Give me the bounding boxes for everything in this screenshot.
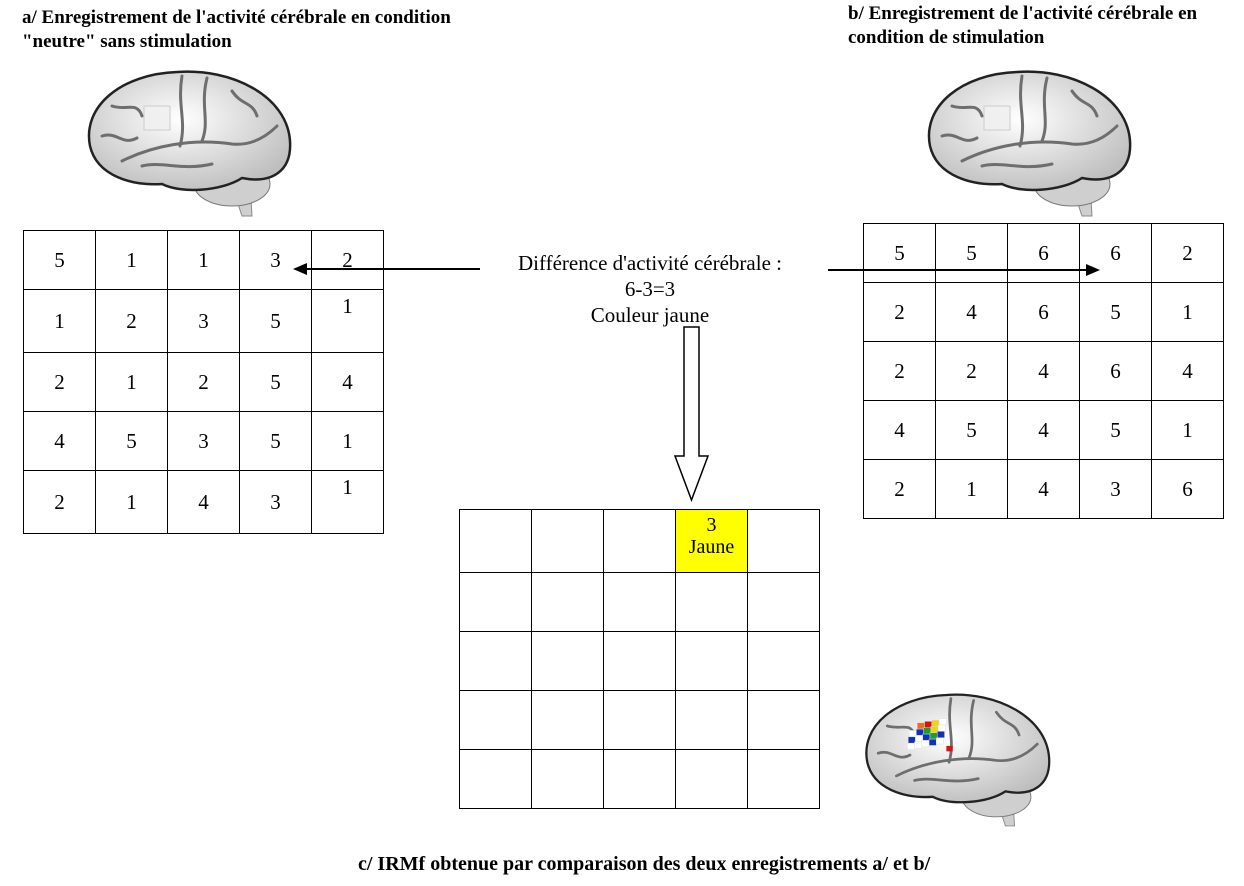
grid-cell: 5 (1079, 400, 1152, 460)
grid-cell: 4 (1007, 341, 1080, 401)
grid-cell (675, 690, 748, 750)
grid-cell (459, 509, 532, 573)
difference-line-3: Couleur jaune (590, 303, 710, 327)
grid-cell: 4 (311, 352, 384, 412)
grid-cell: 6 (1151, 459, 1224, 519)
grid-cell: 2 (23, 352, 96, 412)
grid-row (459, 572, 820, 632)
grid-cell: 1 (311, 289, 384, 353)
brain-icon (927, 70, 1132, 217)
grid-cell: 5 (239, 411, 312, 471)
grid-cell: 5 (935, 223, 1008, 283)
grid-cell: 3 (239, 470, 312, 534)
grid-cell: 2 (863, 459, 936, 519)
panel-c-title: c/ IRMf obtenue par comparaison des deux… (358, 853, 931, 875)
arrow-right (828, 264, 1100, 276)
grid-cell: 4 (167, 470, 240, 534)
grid-cell (747, 631, 820, 691)
grid-cell: 6 (1007, 223, 1080, 283)
electrode-grid (983, 105, 1011, 131)
grid-cell: 2 (167, 352, 240, 412)
grid-cell: 1 (95, 352, 168, 412)
arrow-left (293, 263, 480, 275)
difference-annotation: Différence d'activité cérébrale : 6-3=3 … (480, 250, 820, 328)
difference-line-1: Différence d'activité cérébrale : (518, 251, 782, 275)
grid-cell (603, 509, 676, 573)
grid-cell: 1 (23, 289, 96, 353)
grid-cell: 5 (239, 289, 312, 353)
grid-cell (531, 690, 604, 750)
fmri-brain-icon (865, 693, 1051, 827)
grid-cell: 5 (95, 411, 168, 471)
panel-b-title: b/ Enregistrement de l'activité cérébral… (848, 3, 1198, 48)
highlight-label: Jaune (688, 536, 735, 558)
grid-cell: 3 (1079, 459, 1152, 519)
grid-cell (531, 572, 604, 632)
grid-cell: 1 (1151, 400, 1224, 460)
arrow-down (673, 326, 710, 503)
grid-cell: 5 (23, 230, 96, 290)
electrode-grid (143, 105, 171, 131)
highlight-value: 3 (706, 514, 717, 536)
grid-cell (531, 631, 604, 691)
grid-cell: 4 (1151, 341, 1224, 401)
grid-cell (531, 749, 604, 809)
grid-cell: 2 (95, 289, 168, 353)
difference-line-2: 6-3=3 (624, 277, 676, 301)
grid-cell (603, 749, 676, 809)
grid-cell: 3 (167, 289, 240, 353)
fmri-voxel (936, 737, 944, 745)
grid-cell: 6 (1079, 341, 1152, 401)
grid-cell: 5 (935, 400, 1008, 460)
grid-cell: 3 (167, 411, 240, 471)
brain-icon (87, 70, 292, 217)
grid-cell: 1 (167, 230, 240, 290)
grid-row (459, 749, 820, 809)
grid-cell (675, 631, 748, 691)
grid-cell: 1 (311, 411, 384, 471)
grid-cell: 3 (239, 230, 312, 290)
fmri-activation-map (907, 718, 953, 752)
grid-cell: 2 (863, 282, 936, 342)
grid-cell (675, 572, 748, 632)
fmri-voxel (946, 745, 953, 752)
grid-cell: 1 (1151, 282, 1224, 342)
grid-cell: 5 (863, 223, 936, 283)
grid-cell: 2 (23, 470, 96, 534)
grid-cell (747, 572, 820, 632)
grid-cell: 1 (311, 470, 384, 534)
panel-a-title: a/ Enregistrement de l'activité cérébral… (22, 7, 451, 52)
grid-cell (747, 749, 820, 809)
grid-cell: 4 (935, 282, 1008, 342)
grid-row (459, 631, 820, 691)
grid-cell (747, 509, 820, 573)
